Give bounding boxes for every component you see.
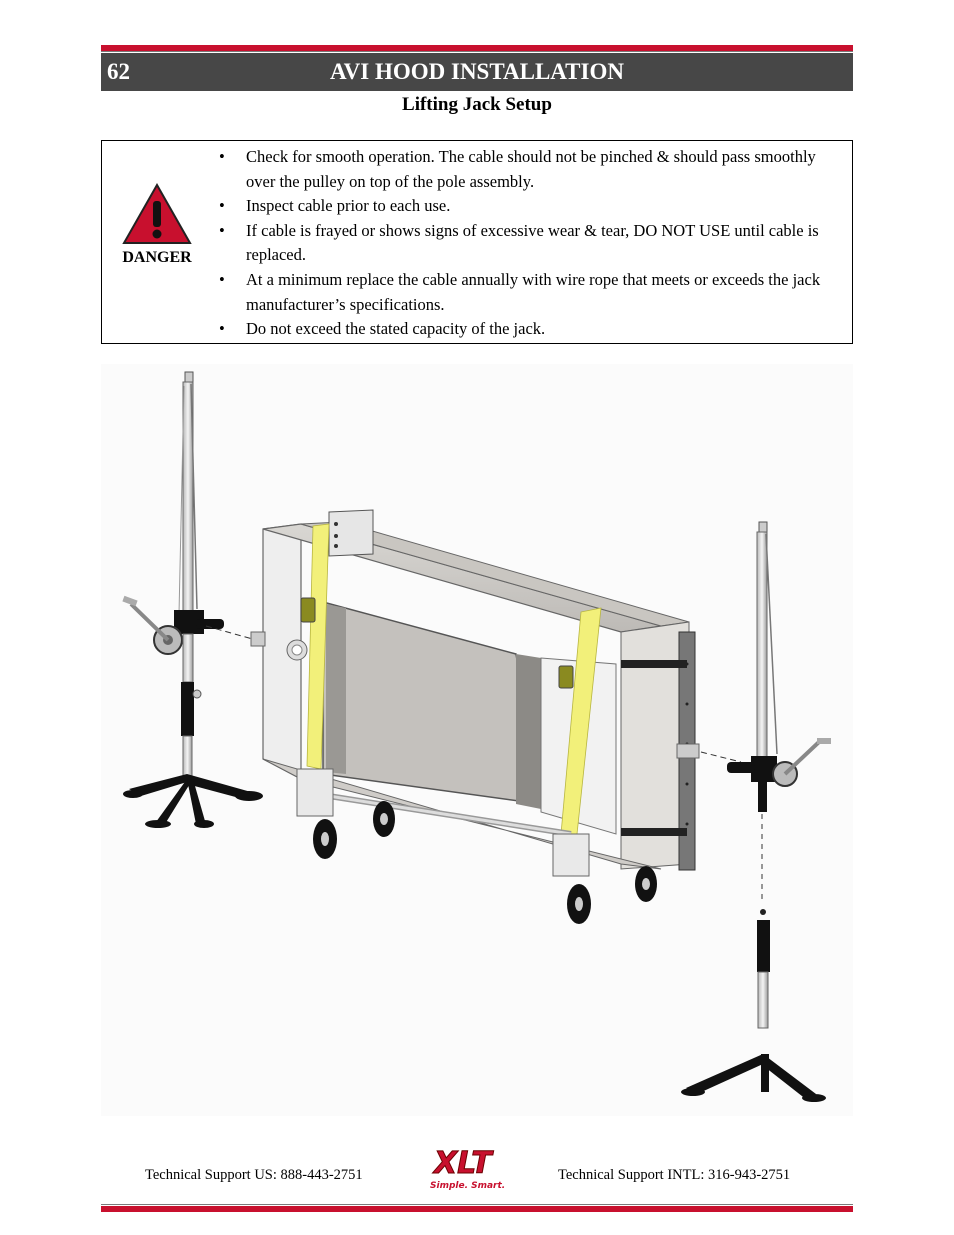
danger-item: Check for smooth operation. The cable sh…	[219, 145, 846, 194]
danger-item: If cable is frayed or shows signs of exc…	[219, 219, 846, 268]
svg-text:Simple. Smart.: Simple. Smart.	[430, 1181, 505, 1191]
danger-item: At a minimum replace the cable annually …	[219, 268, 846, 317]
left-lifting-jack	[122, 371, 263, 828]
lifting-jack-illustration	[101, 364, 853, 1116]
bottom-red-rule	[101, 1206, 853, 1212]
top-red-rule	[101, 45, 853, 51]
danger-list: Check for smooth operation. The cable sh…	[219, 145, 846, 342]
top-gray-rule	[101, 51, 853, 52]
warning-triangle-icon	[122, 183, 192, 244]
danger-column: DANGER	[102, 141, 212, 343]
hood-on-cart	[250, 509, 700, 924]
xlt-logo-mark: XLT Simple. Smart.	[430, 1146, 505, 1192]
page-subtitle: Lifting Jack Setup	[402, 94, 552, 115]
hood-and-jacks-drawing	[122, 371, 831, 1102]
danger-item: Do not exceed the stated capacity of the…	[219, 317, 846, 342]
right-lifting-jack	[681, 521, 831, 1102]
xlt-logo: XLT Simple. Smart.	[428, 1143, 528, 1193]
danger-callout: DANGER Check for smooth operation. The c…	[101, 140, 853, 344]
danger-item: Inspect cable prior to each use.	[219, 194, 846, 219]
support-us: Technical Support US: 888-443-2751	[145, 1167, 363, 1183]
section-title: AVI HOOD INSTALLATION	[330, 59, 624, 84]
page-number: 62	[107, 59, 130, 84]
support-intl: Technical Support INTL: 316-943-2751	[558, 1167, 791, 1183]
header-bar: 62 AVI HOOD INSTALLATION	[101, 53, 853, 91]
bottom-gray-rule	[101, 1204, 853, 1205]
svg-text:XLT: XLT	[432, 1146, 494, 1181]
danger-label: DANGER	[122, 249, 192, 266]
